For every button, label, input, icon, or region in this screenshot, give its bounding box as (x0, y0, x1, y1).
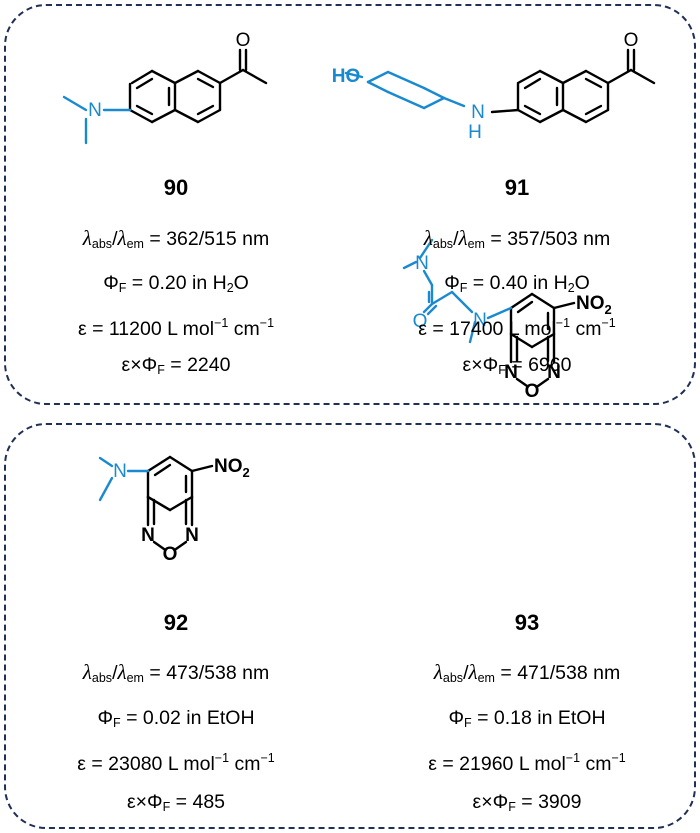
quantum-yield-line: ΦF = 0.02 in EtOH (97, 707, 255, 730)
atom-label: N (141, 525, 155, 546)
quantum-yield-line: ΦF = 0.20 in H2O (103, 272, 249, 295)
atom-label: N (473, 310, 487, 331)
quantum-yield-line: ΦF = 0.18 in EtOH (448, 707, 606, 730)
extinction-line: ε = 17400 L mol−1 cm−1 (418, 316, 616, 340)
atom-label: O (624, 30, 639, 51)
brightness-line: ε×ΦF = 2240 (121, 354, 231, 377)
extinction-line: ε = 23080 L mol−1 cm−1 (77, 751, 275, 775)
compound-id: 92 (163, 610, 189, 635)
atom-label: HO (332, 66, 361, 87)
extinction-line: ε = 21960 L mol−1 cm−1 (428, 751, 626, 775)
brightness-line: ε×ΦF = 3909 (472, 791, 582, 814)
wavelength-line: λabs/λem = 357/503 nm (423, 226, 611, 251)
top-panel (4, 4, 696, 405)
atom-label: N (415, 253, 429, 274)
compound-id: 91 (504, 175, 530, 200)
wavelength-line: λabs/λem = 362/515 nm (82, 226, 270, 251)
wavelength-line: λabs/λem = 471/538 nm (433, 660, 621, 685)
compound-id: 90 (163, 175, 189, 200)
atom-label: N (88, 100, 102, 121)
atom-label: O (236, 30, 251, 51)
extinction-line: ε = 11200 L mol−1 cm−1 (77, 316, 275, 340)
atom-label: N (547, 362, 561, 383)
atom-label: N (471, 102, 485, 123)
brightness-line: ε×ΦF = 6960 (462, 354, 572, 377)
atom-label: O (525, 381, 540, 402)
wavelength-line: λabs/λem = 473/538 nm (82, 660, 270, 685)
brightness-line: ε×ΦF = 485 (126, 791, 226, 814)
atom-label: O (413, 311, 428, 332)
atom-label: N (504, 362, 518, 383)
nitro-group: NO2 (576, 293, 612, 317)
quantum-yield-line: ΦF = 0.40 in H2O (444, 272, 590, 295)
bottom-panel (4, 423, 696, 829)
nitro-group: NO2 (214, 456, 250, 480)
atom-label: N (185, 525, 199, 546)
atom-label: H (468, 122, 482, 143)
atom-label: O (163, 544, 178, 565)
compound-id: 93 (514, 610, 540, 635)
atom-label: N (113, 461, 127, 482)
